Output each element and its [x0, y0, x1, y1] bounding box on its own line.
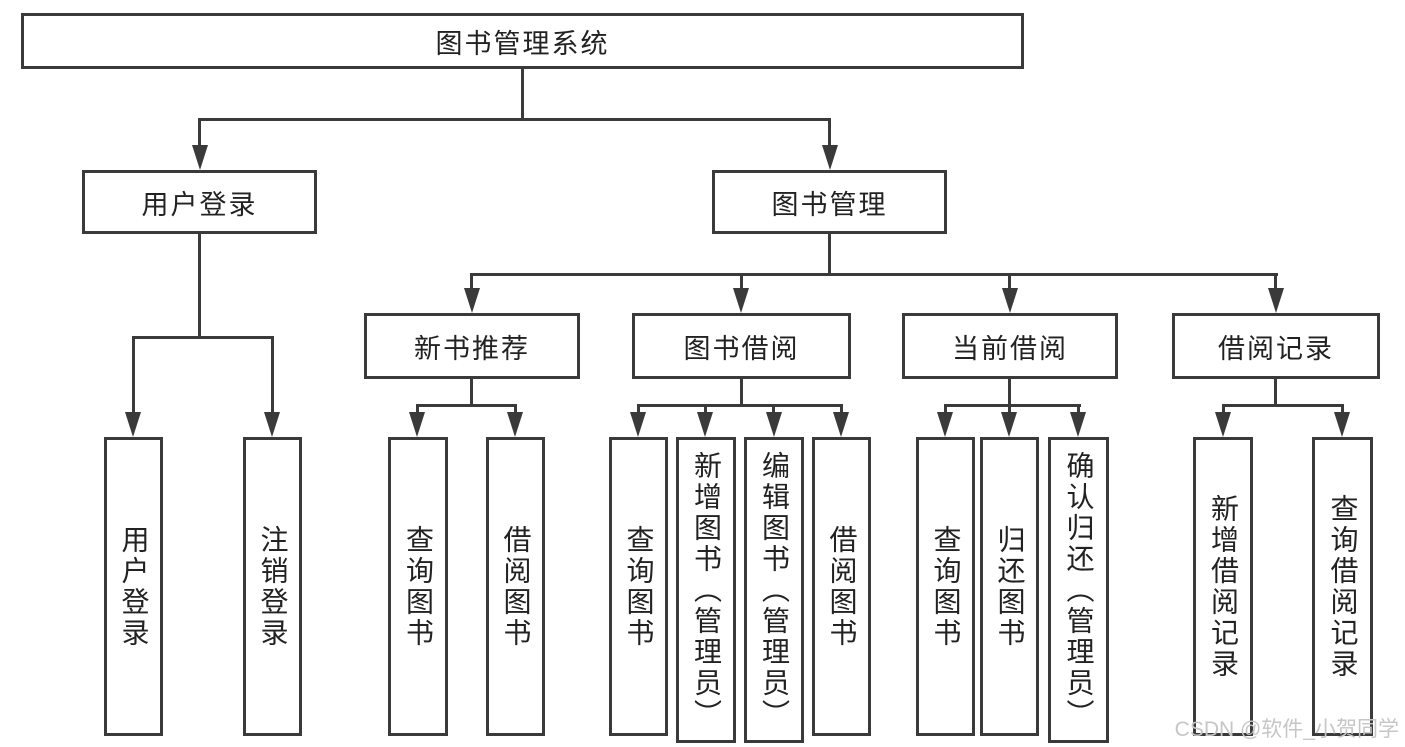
connector-line [740, 379, 743, 406]
connector-line [416, 404, 517, 407]
leaf-query-borrow-record-label: 查询借阅记录 [1327, 493, 1359, 680]
leaf-query-book-2-label: 查询图书 [623, 524, 655, 649]
connector-line [1222, 404, 1225, 414]
arrow-down-icon [125, 412, 141, 437]
arrow-down-icon [697, 412, 713, 437]
connector-line [740, 273, 743, 289]
arrow-down-icon [833, 412, 849, 437]
leaf-return-book: 归还图书 [980, 437, 1039, 736]
node-user-login-label: 用户登录 [141, 189, 258, 220]
arrow-down-icon [766, 412, 782, 437]
node-new-book-recommend: 新书推荐 [364, 313, 580, 379]
leaf-borrow-book-1-label: 借阅图书 [500, 524, 532, 649]
arrow-down-icon [1215, 412, 1231, 437]
connector-line [470, 273, 473, 289]
leaf-logout: 注销登录 [243, 437, 302, 736]
leaf-edit-book-admin-label: 编辑图书（管理员） [759, 450, 790, 730]
arrow-down-icon [733, 288, 749, 313]
arrow-down-icon [409, 412, 425, 437]
leaf-add-book-admin: 新增图书（管理员） [676, 437, 736, 743]
arrow-down-icon [630, 412, 646, 437]
leaf-query-book-3: 查询图书 [916, 437, 975, 736]
arrow-down-icon [192, 145, 208, 170]
leaf-add-book-admin-label: 新增图书（管理员） [691, 450, 722, 730]
leaf-user-login: 用户登录 [104, 437, 163, 736]
leaf-confirm-return-admin-label: 确认归还（管理员） [1063, 450, 1095, 730]
node-borrow-record-label: 借阅记录 [1218, 333, 1334, 364]
connector-line [416, 404, 419, 414]
node-new-book-recommend-label: 新书推荐 [414, 333, 530, 364]
node-book-management: 图书管理 [712, 170, 947, 234]
connector-line [1008, 273, 1011, 289]
connector-line [704, 404, 707, 414]
arrow-down-icon [1070, 412, 1086, 437]
connector-line [1274, 273, 1277, 289]
leaf-return-book-label: 归还图书 [994, 524, 1026, 649]
arrow-down-icon [1001, 412, 1017, 437]
node-borrow-record: 借阅记录 [1172, 313, 1380, 379]
node-current-borrow-label: 当前借阅 [952, 333, 1068, 364]
arrow-down-icon [1334, 412, 1350, 437]
connector-line [198, 118, 831, 121]
connector-line [1274, 379, 1277, 406]
leaf-query-book-3-label: 查询图书 [930, 524, 962, 649]
arrow-down-icon [822, 145, 838, 170]
node-book-management-label: 图书管理 [771, 189, 888, 220]
arrow-down-icon [264, 412, 280, 437]
arrow-down-icon [1002, 288, 1018, 313]
node-current-borrow: 当前借阅 [902, 313, 1118, 379]
node-root-label: 图书管理系统 [435, 28, 610, 59]
node-book-borrow-label: 图书借阅 [683, 333, 800, 364]
leaf-query-borrow-record: 查询借阅记录 [1312, 437, 1373, 736]
leaf-query-book-2: 查询图书 [609, 437, 668, 736]
connector-line [521, 69, 524, 120]
connector-line [132, 336, 135, 416]
arrow-down-icon [507, 412, 523, 437]
arrow-down-icon [1268, 288, 1284, 313]
leaf-borrow-book-2-label: 借阅图书 [826, 524, 858, 649]
leaf-logout-label: 注销登录 [257, 524, 289, 649]
connector-line [772, 404, 775, 414]
leaf-user-login-label: 用户登录 [118, 524, 150, 649]
connector-line [271, 336, 274, 416]
node-root: 图书管理系统 [21, 13, 1024, 69]
connector-line [944, 404, 1081, 407]
leaf-edit-book-admin: 编辑图书（管理员） [744, 437, 804, 743]
connector-line [944, 404, 947, 414]
leaf-query-book-1-label: 查询图书 [403, 524, 434, 649]
leaf-borrow-book-1: 借阅图书 [486, 437, 545, 736]
connector-line [470, 273, 1278, 276]
leaf-add-borrow-record: 新增借阅记录 [1193, 437, 1253, 736]
connector-line [637, 404, 843, 407]
connector-line [828, 234, 831, 275]
connector-line [840, 404, 843, 414]
connector-line [637, 404, 640, 414]
node-book-borrow: 图书借阅 [632, 313, 851, 379]
leaf-borrow-book-2: 借阅图书 [812, 437, 871, 736]
leaf-add-borrow-record-label: 新增借阅记录 [1208, 493, 1239, 680]
arrow-down-icon [464, 288, 480, 313]
watermark-text: CSDN @软件_小贺同学 [1174, 718, 1399, 741]
connector-line [1008, 404, 1011, 414]
leaf-query-book-1: 查询图书 [388, 437, 448, 736]
arrow-down-icon [937, 412, 953, 437]
connector-line [514, 404, 517, 414]
connector-line [828, 118, 831, 148]
connector-line [198, 118, 201, 148]
connector-line [1077, 404, 1080, 414]
node-user-login: 用户登录 [82, 170, 317, 234]
connector-line [1222, 404, 1344, 407]
connector-line [198, 234, 201, 338]
connector-line [1008, 379, 1011, 406]
connector-line [1341, 404, 1344, 414]
connector-line [132, 336, 274, 339]
leaf-confirm-return-admin: 确认归还（管理员） [1048, 437, 1109, 743]
connector-line [470, 379, 473, 406]
